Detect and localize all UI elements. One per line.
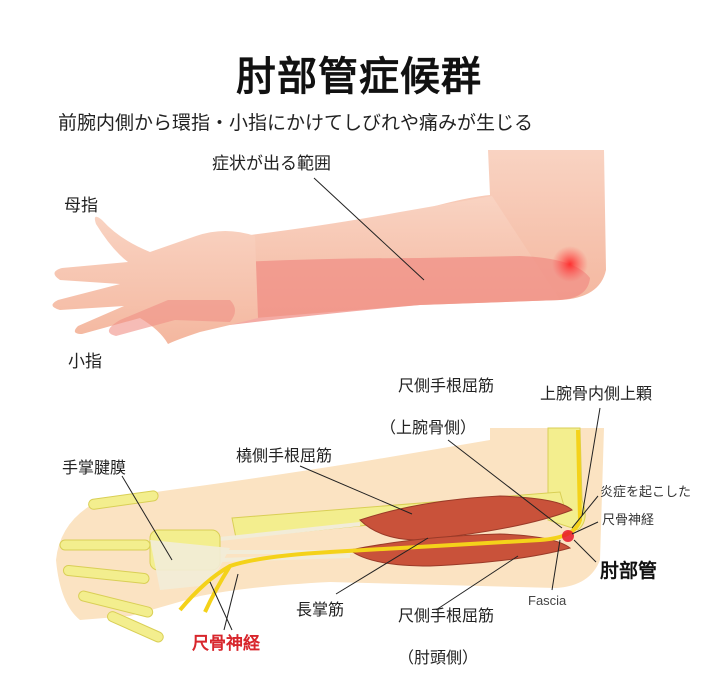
ulnar-nerve-label: 尺骨神経	[192, 634, 260, 654]
muscle-fcr	[359, 495, 573, 541]
thumb-label: 母指	[64, 196, 98, 216]
ulnar-nerve-small-label: 尺骨神経	[602, 513, 655, 528]
inflammation-spot	[562, 530, 574, 542]
fcu-humeral-label-1: 尺側手根屈筋	[398, 376, 495, 395]
anatomy-leader-lines	[121, 407, 601, 631]
page-title: 肘部管症候群	[236, 54, 482, 100]
page-subtitle: 前腕内側から環指・小指にかけてしびれや痛みが生じる	[58, 112, 534, 134]
symptom-area	[230, 256, 590, 325]
fcr-label: 橈側手根屈筋	[236, 446, 333, 465]
palmar-aponeurosis-label: 手掌腱膜	[62, 458, 127, 477]
little-finger-label: 小指	[68, 352, 102, 372]
fcu-olecranon-label-1: 尺側手根屈筋	[398, 606, 495, 625]
symptom-range-label: 症状が出る範囲	[212, 154, 331, 174]
elbow-pain-spot	[552, 246, 588, 282]
cubital-tunnel-label: 肘部管	[600, 560, 658, 582]
inflamed-label: 炎症を起こした	[600, 485, 692, 500]
fascia-label: Fascia	[528, 593, 567, 608]
symptom-leader-line	[313, 177, 425, 281]
fcu-olecranon-label-2: （肘頭側）	[398, 648, 479, 667]
fcu-humeral-label-2: （上腕骨側）	[380, 418, 477, 437]
medial-epicondyle-label: 上腕骨内側上顆	[540, 384, 653, 403]
palmaris-longus-label: 長掌筋	[296, 600, 345, 619]
little-finger-symptom	[108, 300, 235, 336]
